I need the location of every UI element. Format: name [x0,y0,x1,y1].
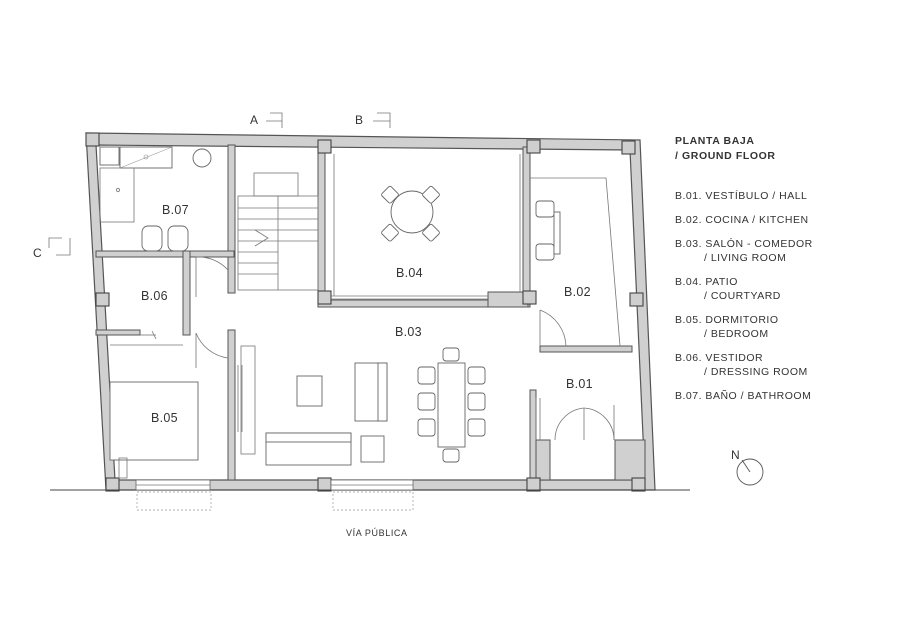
legend-item-b06-line1: B.06. VESTIDOR [675,352,764,364]
room-label-b05: B.05 [151,411,178,425]
svg-text:C: C [33,246,42,260]
legend-item-b05-line1: B.05. DORMITORIO [675,314,779,326]
legend-item-b02-line1: B.02. COCINA / KITCHEN [675,214,809,226]
legend-item-b04-line2: / COURTYARD [704,290,781,302]
legend-title-line2: / GROUND FLOOR [675,150,776,162]
room-label-b04: B.04 [396,266,423,280]
legend-item-b02: B.02. COCINA / KITCHEN [675,213,890,227]
legend-item-b06: B.06. VESTIDOR / DRESSING ROOM [675,351,890,379]
legend-item-b06-line2: / DRESSING ROOM [704,366,808,378]
svg-text:A: A [250,113,258,127]
living-room-furniture [240,345,388,466]
legend-item-b03: B.03. SALÓN - COMEDOR / LIVING ROOM [675,237,890,265]
facade-windows [135,479,414,511]
north-arrow: N [731,448,764,486]
room-label-b06: B.06 [141,289,168,303]
dining-table [417,347,486,463]
room-label-b02: B.02 [564,285,591,299]
legend-item-b01: B.01. VESTÍBULO / HALL [675,189,890,203]
svg-text:B: B [355,113,363,127]
patio-table [381,185,440,242]
legend-item-b03-line2: / LIVING ROOM [704,252,787,264]
kitchen-fixtures [530,177,621,347]
legend-item-b04: B.04. PATIO / COURTYARD [675,275,890,303]
svg-text:N: N [731,448,740,462]
legend-item-b05: B.05. DORMITORIO / BEDROOM [675,313,890,341]
room-label-b01: B.01 [566,377,593,391]
bathroom-fixtures [99,146,212,252]
legend-item-b05-line2: / BEDROOM [704,328,769,340]
section-marker-c: C [33,237,71,260]
legend: PLANTA BAJA / GROUND FLOOR B.01. VESTÍBU… [675,134,890,413]
room-label-b03: B.03 [395,325,422,339]
interior-walls [95,144,646,481]
bedroom-bed [109,344,199,479]
room-label-b07: B.07 [162,203,189,217]
legend-title-line1: PLANTA BAJA [675,135,755,147]
legend-item-b03-line1: B.03. SALÓN - COMEDOR [675,238,813,250]
legend-title: PLANTA BAJA / GROUND FLOOR [675,134,890,164]
section-marker-b: B [355,112,391,128]
staircase [237,172,319,291]
doors [140,256,615,441]
legend-item-b07-line1: B.07. BAÑO / BATHROOM [675,390,812,402]
legend-item-b01-line1: B.01. VESTÍBULO / HALL [675,190,808,202]
structural-columns [85,132,646,492]
legend-item-b04-line1: B.04. PATIO [675,276,738,288]
street-label: VÍA PÚBLICA [346,528,408,538]
section-marker-a: A [250,112,283,128]
legend-item-b07: B.07. BAÑO / BATHROOM [675,389,890,403]
courtyard-glazing [331,154,521,300]
